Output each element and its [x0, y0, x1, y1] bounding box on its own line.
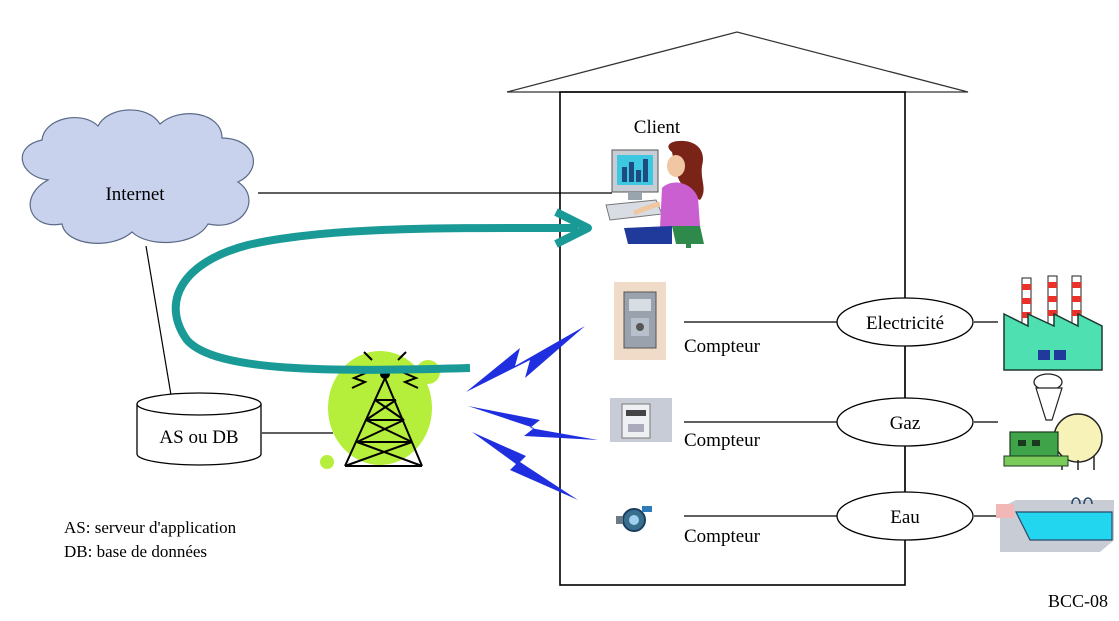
data-flow-arrow	[171, 208, 592, 374]
figure-id: BCC-08	[1048, 591, 1108, 611]
internet-label: Internet	[105, 184, 165, 205]
gas-meter-icon	[610, 398, 672, 442]
cloud-icon	[21, 109, 254, 244]
radio-links	[466, 326, 598, 500]
radio-link-gas	[468, 406, 598, 440]
utility-water: Eau	[836, 491, 974, 541]
electric-meter-icon	[614, 282, 666, 360]
legend-db: DB: base de données	[64, 542, 207, 561]
utility-electricity: Electricité	[836, 297, 974, 347]
internet-cloud: Internet	[21, 109, 254, 244]
meter-label-2: Compteur	[684, 430, 761, 451]
client: Client	[605, 117, 704, 248]
meter-label-1: Compteur	[684, 336, 761, 357]
gas-meter: Compteur	[610, 398, 761, 451]
legend-as: AS: serveur d'application	[64, 518, 237, 537]
meter-label-3: Compteur	[684, 526, 761, 547]
radio-tower-icon	[320, 351, 440, 469]
power-plant-icon	[1003, 275, 1103, 371]
gas-plant-icon	[1003, 373, 1103, 470]
internet-to-server-line	[145, 245, 172, 396]
water-meter: Compteur	[616, 506, 761, 547]
electric-meter: Compteur	[614, 282, 761, 360]
connection-lines	[145, 192, 998, 517]
radio-link-electricity	[466, 326, 585, 392]
utilities: Electricité Gaz Eau	[836, 297, 974, 541]
gas-label: Gaz	[890, 413, 921, 434]
client-label: Client	[634, 117, 681, 138]
application-server-database: AS ou DB	[136, 392, 262, 466]
person-at-computer-icon	[605, 140, 704, 248]
radio-link-water	[472, 432, 578, 500]
utility-gas: Gaz	[836, 397, 974, 447]
water-meter-icon	[616, 506, 652, 532]
server-label: AS ou DB	[159, 427, 238, 448]
legend: AS: serveur d'application DB: base de do…	[64, 518, 237, 561]
meters: Compteur Compteur Compteur	[610, 282, 761, 547]
database-cylinder-icon	[136, 392, 262, 466]
electricity-label: Electricité	[866, 313, 944, 334]
water-label: Eau	[890, 507, 920, 528]
water-pool-icon	[996, 497, 1114, 552]
